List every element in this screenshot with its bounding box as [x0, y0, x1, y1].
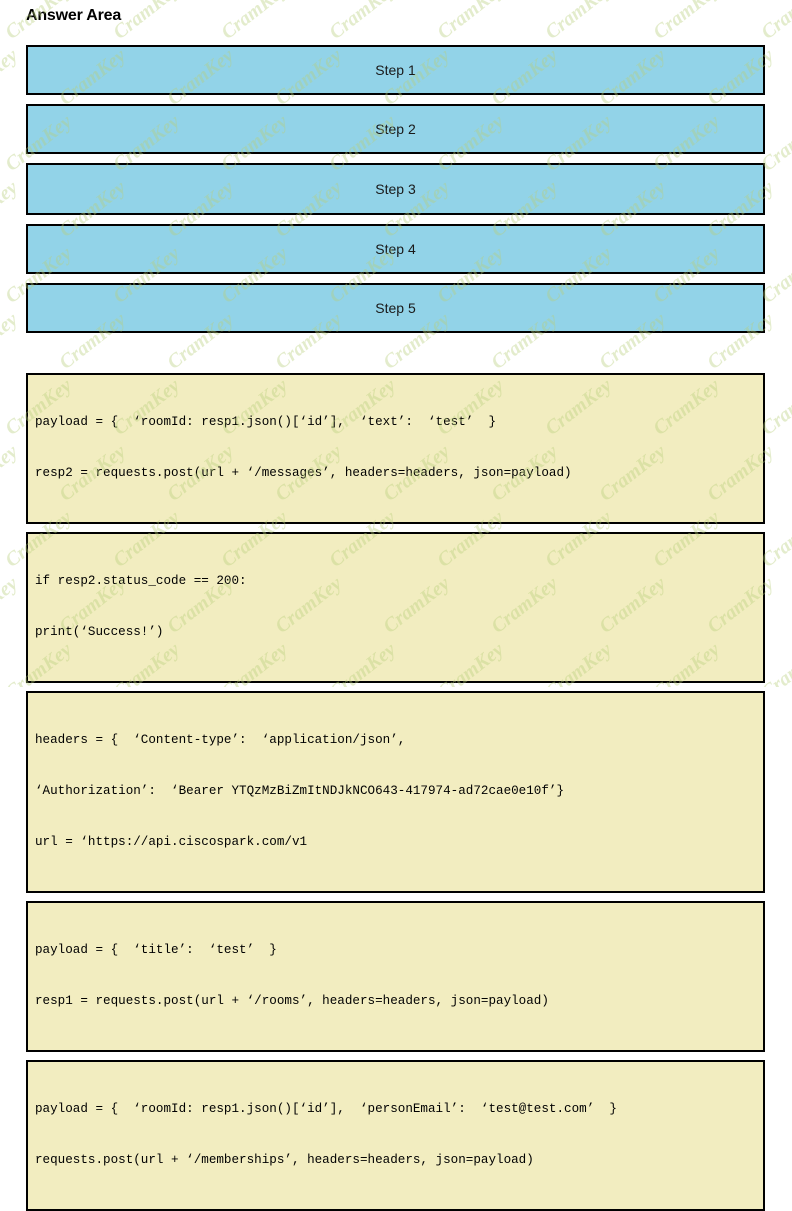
- code-line: headers = { ‘Content-type’: ‘application…: [35, 733, 406, 747]
- code-option-rooms[interactable]: payload = { ‘title’: ‘test’ } resp1 = re…: [26, 901, 765, 1052]
- code-line: payload = { ‘title’: ‘test’ }: [35, 943, 277, 957]
- answer-slot-step-5[interactable]: Step 5: [26, 283, 765, 333]
- step-label: Step 5: [375, 300, 416, 316]
- step-label: Step 1: [375, 62, 416, 78]
- code-line: payload = { ‘roomId: resp1.json()[‘id’],…: [35, 415, 497, 429]
- code-option-list: payload = { ‘roomId: resp1.json()[‘id’],…: [26, 373, 765, 1211]
- step-label: Step 4: [375, 241, 416, 257]
- code-option-headers-url[interactable]: headers = { ‘Content-type’: ‘application…: [26, 691, 765, 893]
- code-line: requests.post(url + ‘/memberships’, head…: [35, 1153, 534, 1167]
- answer-slot-step-2[interactable]: Step 2: [26, 104, 765, 154]
- answer-slot-step-1[interactable]: Step 1: [26, 45, 765, 95]
- answer-step-slots: Step 1 Step 2 Step 3 Step 4 Step 5: [26, 45, 765, 333]
- code-line: payload = { ‘roomId: resp1.json()[‘id’],…: [35, 1102, 617, 1116]
- code-option-status-check[interactable]: if resp2.status_code == 200: print(‘Succ…: [26, 532, 765, 683]
- code-line: print(‘Success!’): [35, 625, 164, 639]
- answer-slot-step-4[interactable]: Step 4: [26, 224, 765, 274]
- step-label: Step 3: [375, 181, 416, 197]
- page-title: Answer Area: [26, 7, 122, 24]
- code-line: resp1 = requests.post(url + ‘/rooms’, he…: [35, 994, 549, 1008]
- answer-slot-step-3[interactable]: Step 3: [26, 163, 765, 215]
- answer-area-page: Answer Area Step 1 Step 2 Step 3 Step 4 …: [26, 7, 765, 1211]
- step-label: Step 2: [375, 121, 416, 137]
- code-line: resp2 = requests.post(url + ‘/messages’,…: [35, 466, 572, 480]
- code-option-messages[interactable]: payload = { ‘roomId: resp1.json()[‘id’],…: [26, 373, 765, 524]
- code-line: if resp2.status_code == 200:: [35, 574, 247, 588]
- code-line: url = ‘https://api.ciscospark.com/v1: [35, 835, 308, 849]
- code-option-memberships[interactable]: payload = { ‘roomId: resp1.json()[‘id’],…: [26, 1060, 765, 1211]
- code-line: ‘Authorization’: ‘Bearer YTQzMzBiZmItNDJ…: [35, 784, 565, 798]
